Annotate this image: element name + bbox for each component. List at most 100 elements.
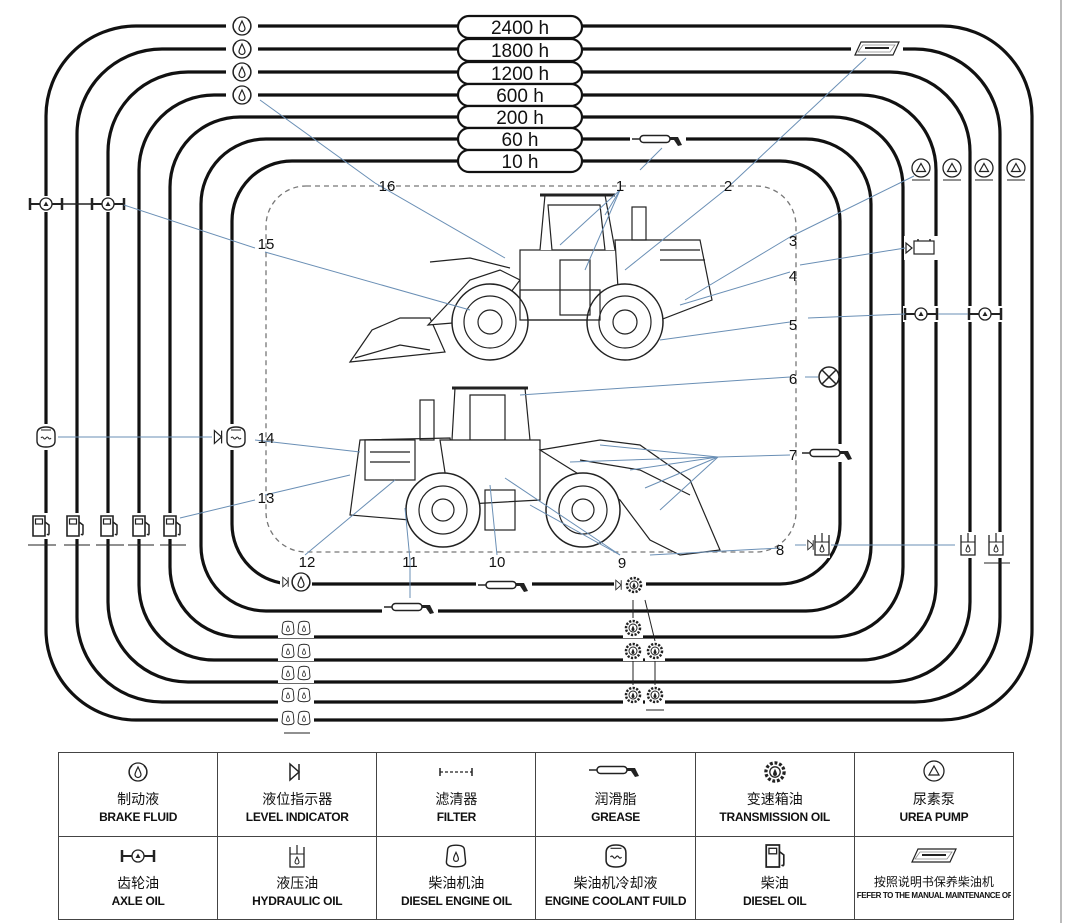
legend-row: 齿轮油 AXLE OIL 液压油 HYDRAULIC OIL 柴油机油 DIES… (57, 835, 1015, 920)
legend-en-label: DIESEL ENGINE OIL (401, 893, 512, 908)
urea-pump-icon (911, 158, 931, 181)
callout-3: 3 (789, 233, 797, 250)
interval-label-1800h: 1800 h (456, 37, 584, 63)
diesel-oil-icon (129, 513, 153, 539)
legend-en-label: BRAKE FLUID (99, 810, 178, 824)
engine-coolant-level-icon (212, 424, 248, 450)
callout-8: 8 (776, 542, 784, 559)
legend-cell: 滤清器 FILTER (376, 752, 537, 837)
track-10h (230, 159, 842, 586)
legend-cell: 柴油 DIESEL OIL (694, 835, 855, 920)
interval-label-60h: 60 h (456, 126, 584, 152)
callout-14: 14 (258, 430, 275, 447)
legend-cn-label: 柴油机油 (428, 875, 485, 892)
hydraulic-oil-icon (986, 532, 1006, 558)
transmission-oil-icon (645, 641, 665, 661)
legend-en-label: UREA PUMP (899, 810, 969, 824)
urea-pump-icon (942, 158, 962, 181)
axle-oil-icon (90, 196, 126, 212)
legend-cell: 按照说明书保养柴油机 FEFER TO THE MANUAL MAINTENAN… (853, 835, 1015, 920)
legend-cn-label: 尿素泵 (912, 792, 955, 808)
axle-oil-icon (28, 196, 64, 212)
callout-7: 7 (789, 447, 797, 464)
svg-text:60 h: 60 h (502, 130, 539, 151)
legend-cn-label: 液压油 (276, 875, 319, 892)
loader-side-view-lower (349, 386, 721, 556)
grease-gun-icon (587, 765, 640, 778)
callout-10: 10 (489, 554, 506, 571)
brake-fluid-icons-top (226, 16, 258, 105)
svg-text:10 h: 10 h (502, 152, 539, 173)
filter-icon (439, 767, 474, 777)
legend-cn-label: 润滑脂 (594, 792, 637, 808)
transmission-oil-icon (763, 761, 786, 783)
diesel-oil-icons (29, 513, 184, 539)
diesel-engine-oil-filter-icons (278, 618, 314, 728)
hydraulic-oil-icon (958, 532, 978, 558)
axle-oil-icon (967, 306, 1003, 322)
axle-oil-icon (120, 848, 156, 863)
legend-cell: 柴油机油 DIESEL ENGINE OIL (376, 835, 537, 920)
callout-12: 12 (299, 554, 316, 571)
brake-fluid-icon (226, 39, 258, 59)
legend-cell: 柴油机冷却液 ENGINE COOLANT FUILD (535, 835, 696, 920)
interval-label-2400h: 2400 h (456, 14, 584, 40)
callout-5: 5 (789, 317, 797, 334)
brake-fluid-icon (128, 762, 148, 782)
engine-coolant-icon (604, 843, 627, 868)
engine-manual-icon (910, 847, 957, 863)
brake-fluid-level-icon (280, 570, 312, 594)
legend-cell: 齿轮油 AXLE OIL (57, 835, 219, 920)
callout-11: 11 (402, 554, 418, 571)
axle-oil-icon (903, 306, 939, 322)
legend-en-label: ENGINE COOLANT FUILD (544, 893, 687, 908)
legend-cell: 制动液 BRAKE FLUID (57, 752, 219, 837)
legend-cn-label: 滤清器 (435, 792, 478, 808)
transmission-oil-icon (623, 641, 643, 661)
machine-area-frame (265, 185, 797, 553)
grease-gun-icon (630, 130, 686, 148)
transmission-oil-icon (645, 685, 665, 705)
svg-text:2400 h: 2400 h (491, 18, 549, 39)
legend-cell: 润滑脂 GREASE (535, 752, 696, 837)
svg-text:1800 h: 1800 h (491, 41, 549, 62)
legend-cell: 尿素泵 UREA PUMP (853, 752, 1015, 837)
callout-1: 1 (616, 178, 624, 195)
engine-coolant-icon (34, 424, 58, 450)
callout-2: 2 (724, 178, 732, 195)
urea-pump-icon (974, 158, 994, 181)
legend-en-label: HYDRAULIC OIL (252, 893, 343, 908)
maintenance-diagram: 2400 h 1800 h 1200 h 600 h 200 h 60 h 10… (28, 14, 1034, 734)
callout-numbers: 1 2 3 4 5 6 7 8 9 10 11 12 13 14 15 16 (258, 178, 798, 572)
legend-cn-label: 按照说明书保养柴油机 (873, 874, 994, 889)
interval-label-600h: 600 h (456, 82, 584, 108)
legend-en-label: LEVEL INDICATOR (245, 810, 349, 824)
urea-pump-icon (1006, 158, 1026, 181)
callout-6: 6 (789, 371, 797, 388)
legend-cell: 液位指示器 LEVEL INDICATOR (217, 752, 378, 837)
legend-en-label: TRANSMISSION OIL (719, 810, 830, 824)
diesel-oil-icon (160, 513, 184, 539)
grease-gun-icon (800, 444, 856, 462)
grease-gun-icon (382, 598, 438, 616)
legend-cn-label: 变速箱油 (746, 792, 803, 808)
svg-text:1200 h: 1200 h (491, 64, 549, 85)
indicator-lamp-icon (818, 366, 840, 388)
brake-fluid-icon (226, 16, 258, 36)
diesel-oil-icon (29, 513, 53, 539)
grease-gun-icon (476, 576, 532, 594)
diesel-oil-icon (765, 843, 785, 868)
callout-9: 9 (618, 555, 626, 572)
track-60h (199, 137, 873, 613)
legend-cn-label: 柴油 (760, 875, 789, 892)
legend-en-label: FILTER (436, 810, 477, 824)
svg-text:600 h: 600 h (496, 86, 544, 107)
battery-icon (904, 236, 938, 260)
interval-labels: 2400 h 1800 h 1200 h 600 h 200 h 60 h 10… (456, 14, 584, 174)
legend-en-label: AXLE OIL (111, 893, 165, 908)
right-border-line (1060, 0, 1062, 923)
brake-fluid-icon (226, 62, 258, 82)
legend-en-label: DIESEL OIL (742, 893, 807, 908)
diesel-oil-icon (97, 513, 121, 539)
legend-row: 制动液 BRAKE FLUID 液位指示器 LEVEL INDICATOR 滤清… (57, 752, 1015, 837)
